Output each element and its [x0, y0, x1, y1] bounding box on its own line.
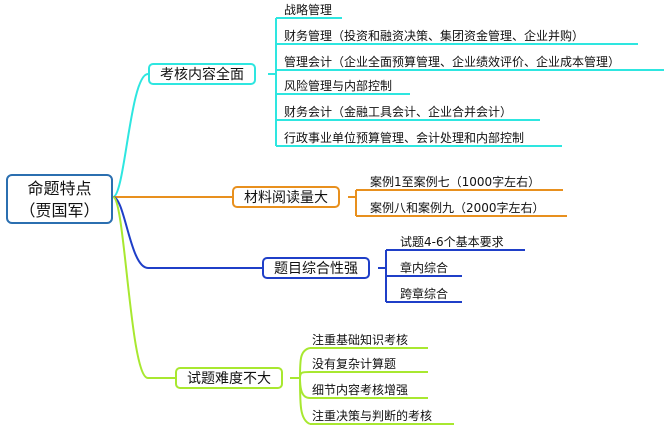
branch-2-item-1[interactable]: 章内综合 [400, 261, 449, 275]
branch-1-item-1[interactable]: 案例八和案例九（2000字左右） [370, 201, 545, 215]
branch-1-node[interactable]: 材料阅读量大 [232, 186, 340, 208]
branch-3-node[interactable]: 试题难度不大 [175, 367, 283, 389]
branch-0-item-5[interactable]: 行政事业单位预算管理、会计处理和内部控制 [284, 131, 525, 145]
branch-0-label: 考核内容全面 [160, 67, 244, 83]
root-title-line2: （贾国军） [19, 201, 100, 220]
b0-stem [268, 18, 277, 146]
branch-3-item-2[interactable]: 细节内容考核增强 [312, 383, 409, 397]
branch-3-item-3[interactable]: 注重决策与判断的考核 [312, 409, 433, 423]
root-node[interactable]: 命题特点 （贾国军） [6, 174, 113, 224]
root-title-line1: 命题特点 [27, 179, 92, 198]
root-to-branch-0 [112, 73, 149, 198]
branch-0-item-0[interactable]: 战略管理 [284, 3, 333, 17]
branch-0-item-1[interactable]: 财务管理（投资和融资决策、集团资金管理、企业并购） [284, 29, 585, 43]
branch-2-item-2[interactable]: 跨章综合 [400, 287, 449, 301]
branch-0-node[interactable]: 考核内容全面 [148, 63, 256, 85]
branch-2-label: 题目综合性强 [274, 261, 358, 277]
branch-3-label: 试题难度不大 [187, 371, 271, 387]
branch-0-item-4[interactable]: 财务会计（金融工具会计、企业合并会计） [284, 105, 513, 119]
branch-0-item-3[interactable]: 风险管理与内部控制 [284, 79, 393, 93]
branch-2-item-0[interactable]: 试题4-6个基本要求 [400, 235, 504, 249]
branch-3-item-1[interactable]: 没有复杂计算题 [312, 357, 397, 371]
branch-3-item-0[interactable]: 注重基础知识考核 [312, 333, 409, 347]
branch-0-item-2[interactable]: 管理会计（企业全面预算管理、企业绩效评价、企业成本管理） [284, 55, 621, 69]
branch-2-node[interactable]: 题目综合性强 [262, 257, 370, 279]
branch-1-item-0[interactable]: 案例1至案例七（1000字左右） [370, 175, 541, 189]
root-to-branch-3 [112, 196, 175, 379]
branch-1-label: 材料阅读量大 [244, 190, 328, 206]
root-to-branch-2 [112, 196, 262, 269]
